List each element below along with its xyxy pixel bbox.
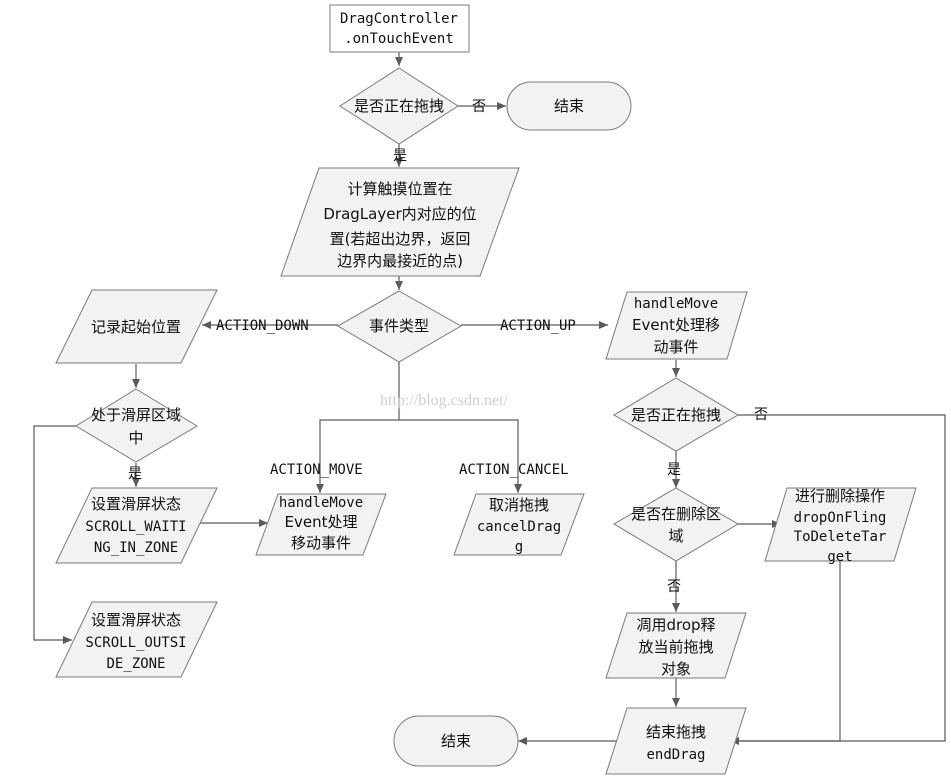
arrow-zone-to-outside xyxy=(33,425,76,644)
start-line-2: .onTouchEvent xyxy=(344,31,454,47)
call-drop-line-2: 放当前拖拽 xyxy=(638,638,713,656)
handle-move-mid-line-3: 移动事件 xyxy=(291,534,351,552)
in-scroll-zone-line-2: 中 xyxy=(128,429,143,447)
label-yes-zone: 是 xyxy=(128,466,142,482)
decision-delete-zone-line-1: 是否在删除区 xyxy=(631,505,721,523)
handle-move-mid-node: handleMove Event处理 移动事件 xyxy=(255,493,387,556)
scroll-waiting-line-1: 设置滑屏状态 xyxy=(91,495,181,513)
arrow-event-to-move xyxy=(316,362,400,493)
compute-position-node: 计算触摸位置在 DragLayer内对应的位 置(若超出边界，返回 边界内最接近… xyxy=(280,167,520,277)
watermark: http://blog.csdn.net/ xyxy=(380,392,509,409)
decision-delete-zone-line-2: 域 xyxy=(668,527,683,545)
scroll-outside-line-1: 设置滑屏状态 xyxy=(91,611,181,629)
start-line-1: DragController xyxy=(340,11,458,27)
handle-move-mid-line-2: Event处理 xyxy=(285,513,358,531)
scroll-waiting-node: 设置滑屏状态 SCROLL_WAITI NG_IN_ZONE xyxy=(55,487,218,564)
connectors xyxy=(33,52,946,745)
arrow-decision-no-to-enddrag xyxy=(730,414,946,745)
call-drop-node: 凋用drop释 放当前拖拽 对象 xyxy=(605,612,747,679)
end-node-bottom: 结束 xyxy=(393,715,519,767)
label-no-delete-zone: 否 xyxy=(667,579,681,595)
label-action-cancel: ACTION_CANCEL xyxy=(459,462,569,478)
decision-delete-zone: 是否在删除区 域 xyxy=(613,487,739,562)
scroll-waiting-line-3: NG_IN_ZONE xyxy=(94,540,178,556)
end-drag-line-1: 结束拖拽 xyxy=(646,723,706,741)
label-yes-top: 是 xyxy=(393,148,407,164)
handle-move-right-line-3: 动事件 xyxy=(653,338,698,356)
scroll-outside-line-2: SCROLL_OUTSI xyxy=(85,635,186,651)
compute-line-3: 置(若超出边界，返回 xyxy=(330,230,471,248)
label-no-top: 否 xyxy=(472,99,486,115)
call-drop-line-3: 对象 xyxy=(661,660,691,678)
decision-dragging-right: 是否正在拖拽 xyxy=(613,377,739,452)
label-action-move: ACTION_MOVE xyxy=(270,462,363,478)
do-delete-node: 进行删除操作 dropOnFling ToDeleteTar get xyxy=(764,487,917,565)
arrow-event-to-cancel xyxy=(399,419,522,493)
end-drag-node: 结束拖拽 endDrag xyxy=(605,707,747,775)
event-type-node: 事件类型 xyxy=(337,290,463,363)
do-delete-line-3: ToDeleteTar xyxy=(794,529,887,545)
decision-dragging-right-label: 是否正在拖拽 xyxy=(631,406,721,424)
cancel-drag-node: 取消拖拽 cancelDrag g xyxy=(453,493,585,556)
end-node-bottom-label: 结束 xyxy=(441,732,471,750)
record-start-label: 记录起始位置 xyxy=(91,318,181,336)
record-start-node: 记录起始位置 xyxy=(55,289,218,364)
label-yes-right: 是 xyxy=(667,462,681,478)
call-drop-line-1: 凋用drop释 xyxy=(636,616,715,634)
compute-line-1: 计算触摸位置在 xyxy=(347,180,452,198)
scroll-waiting-line-2: SCROLL_WAITI xyxy=(85,519,186,535)
in-scroll-zone-node: 处于滑屏区域 中 xyxy=(75,388,198,463)
scroll-outside-line-3: DE_ZONE xyxy=(106,656,165,672)
decision-dragging-top: 是否正在拖拽 xyxy=(339,67,459,145)
handle-move-right-line-1: handleMove xyxy=(634,296,718,312)
handle-move-right-node: handleMove Event处理移 动事件 xyxy=(605,291,748,360)
label-action-down: ACTION_DOWN xyxy=(216,318,309,334)
do-delete-line-2: dropOnFling xyxy=(794,510,887,526)
cancel-drag-line-3: g xyxy=(515,539,523,555)
do-delete-line-1: 进行删除操作 xyxy=(795,487,885,505)
decision-dragging-top-label: 是否正在拖拽 xyxy=(354,97,444,115)
label-no-right: 否 xyxy=(754,407,768,423)
end-node-top-label: 结束 xyxy=(554,97,584,115)
event-type-label: 事件类型 xyxy=(369,317,429,335)
scroll-outside-node: 设置滑屏状态 SCROLL_OUTSI DE_ZONE xyxy=(55,601,218,678)
in-scroll-zone-line-1: 处于滑屏区域 xyxy=(91,406,181,424)
end-drag-line-2: endDrag xyxy=(646,747,705,763)
compute-line-2: DragLayer内对应的位 xyxy=(323,205,476,223)
arrow-delete-to-enddrag xyxy=(730,561,841,742)
handle-move-mid-line-1: handleMove xyxy=(279,495,363,511)
start-node: DragController .onTouchEvent xyxy=(329,4,470,53)
label-action-up: ACTION_UP xyxy=(500,318,576,334)
handle-move-right-line-2: Event处理移 xyxy=(632,316,720,334)
cancel-drag-line-1: 取消拖拽 xyxy=(489,496,549,514)
do-delete-line-4: get xyxy=(827,549,852,565)
end-node-top: 结束 xyxy=(506,81,632,131)
cancel-drag-line-2: cancelDrag xyxy=(477,519,561,535)
compute-line-4: 边界内最接近的点) xyxy=(337,252,463,270)
